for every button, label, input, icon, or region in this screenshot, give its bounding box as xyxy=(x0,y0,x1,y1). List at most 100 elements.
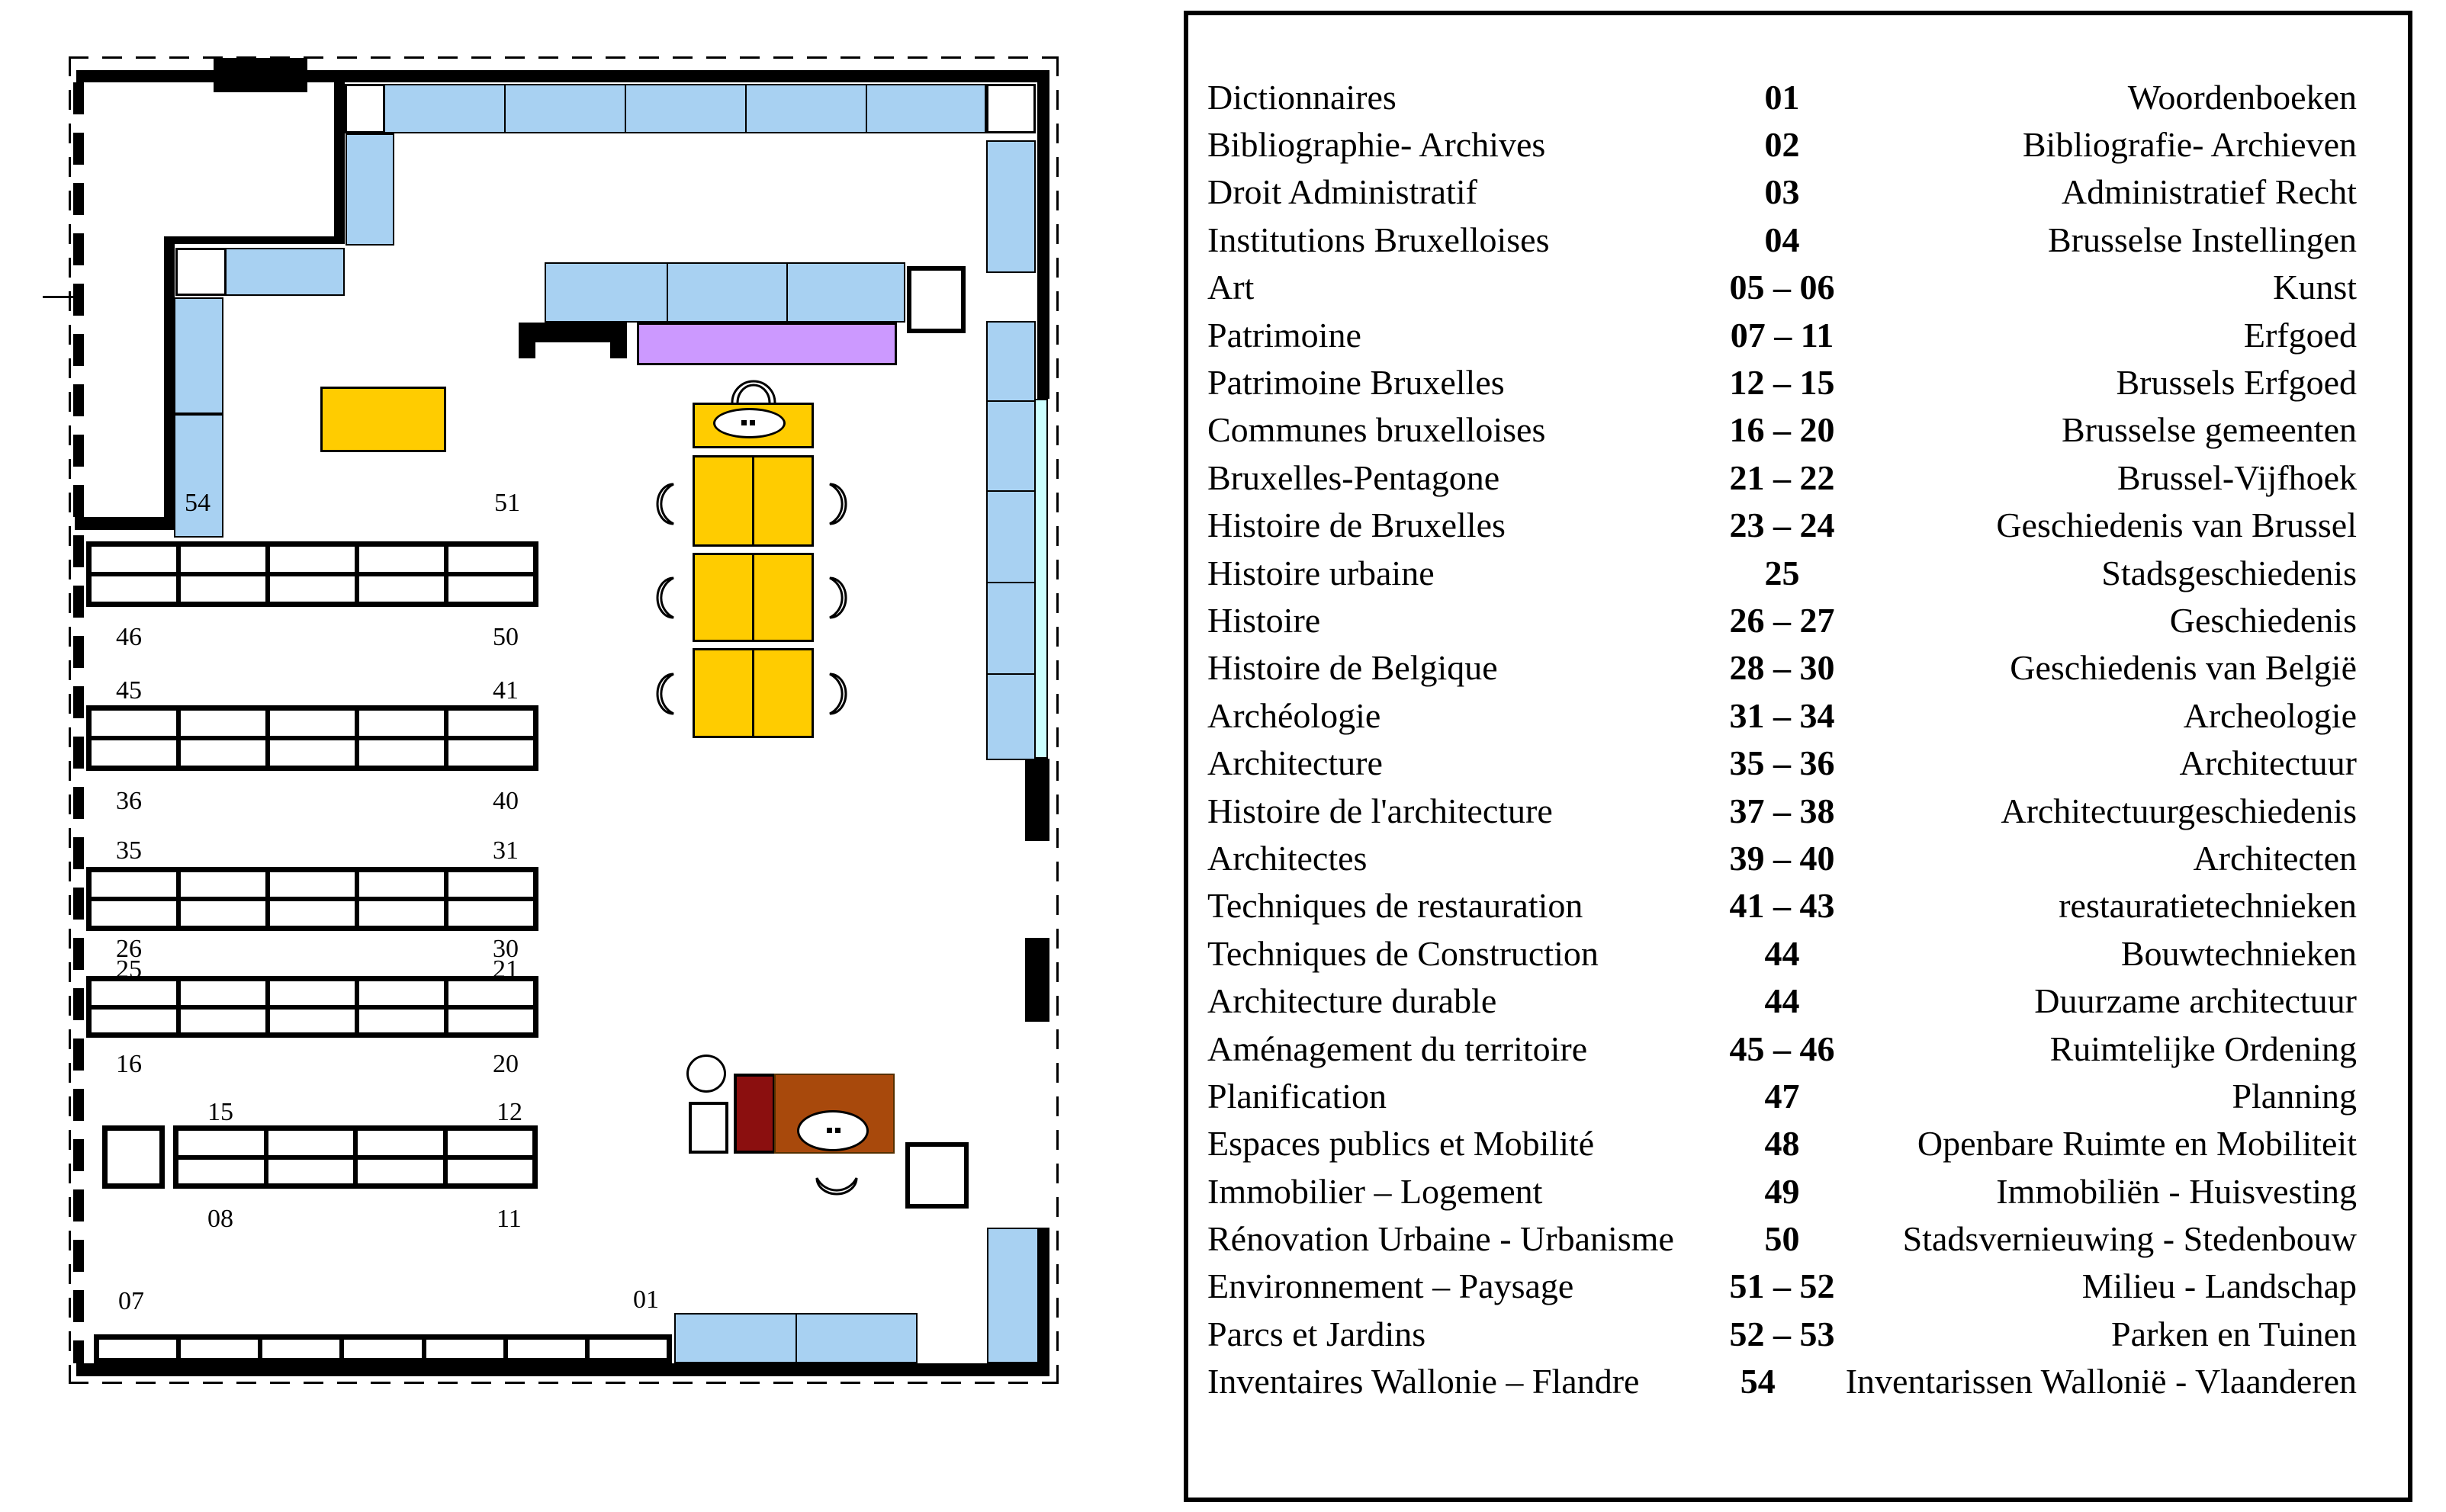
legend-topic-dutch: Erfgoed xyxy=(2243,315,2357,355)
shelf-cell xyxy=(176,1157,266,1186)
reading-table-pair-3 xyxy=(693,648,814,738)
legend-topic-dutch: Brusselse Instellingen xyxy=(2048,220,2357,259)
shelf-cell xyxy=(268,544,357,574)
legend-topic-dutch: Archeologie xyxy=(2183,695,2357,735)
legend-shelf-number: 50 xyxy=(1764,1219,1800,1259)
legend-topic-french: Aménagement du territoire xyxy=(1207,1029,1588,1068)
top-row-white-cell-right xyxy=(986,84,1036,133)
legend-shelf-number: 37 – 38 xyxy=(1729,791,1835,830)
legend-shelf-number: 41 – 43 xyxy=(1729,886,1835,926)
legend-topic-dutch: restauratietechnieken xyxy=(2059,886,2357,926)
top-row-white-cell-left xyxy=(345,84,385,133)
legend-shelf-number: 21 – 22 xyxy=(1729,457,1835,497)
shelf-cell xyxy=(89,1006,178,1035)
shelf-number-label: 46 xyxy=(116,623,142,651)
legend-topic-french: Histoire xyxy=(1207,600,1321,640)
legend-row: Aménagement du territoire 45 – 46 Ruimte… xyxy=(1207,1025,2357,1072)
legend-shelf-number: 52 – 53 xyxy=(1729,1314,1835,1353)
shelf-cell xyxy=(446,870,535,899)
reading-table-single xyxy=(320,387,446,452)
legend-row: Architecture 35 – 36 Architectuur xyxy=(1207,739,2357,786)
bookshelf-mid-1 xyxy=(545,262,668,323)
legend-shelf-number: 04 xyxy=(1764,220,1800,259)
legend-topic-dutch: Architecten xyxy=(2193,838,2357,878)
legend-topic-dutch: Brusselse gemeenten xyxy=(2061,410,2357,450)
wall-bracket-foot-right xyxy=(610,342,627,358)
legend-row: Immobilier – Logement 49 Immobiliën - Hu… xyxy=(1207,1167,2357,1215)
legend-shelf-number: 25 xyxy=(1764,553,1800,592)
wall-alcove-vertical-1 xyxy=(334,82,345,244)
wall-bracket-foot-left xyxy=(519,342,535,358)
shelf-cell xyxy=(260,1337,342,1360)
legend-topic-french: Bibliographie- Archives xyxy=(1207,125,1546,165)
shelf-cell xyxy=(505,1337,587,1360)
shelf-square-08 xyxy=(102,1125,165,1189)
shelf-number-label: 36 xyxy=(116,787,142,815)
shelf-cell xyxy=(268,738,357,768)
legend-shelf-number: 05 – 06 xyxy=(1729,268,1835,307)
shelf-number-label: 41 xyxy=(493,676,519,705)
shelf-number-label: 15 xyxy=(207,1098,233,1126)
shelf-number-label: 08 xyxy=(207,1205,233,1233)
shelf-cell xyxy=(265,1128,355,1157)
entrance-door-block xyxy=(214,58,307,92)
legend-row: Inventaires Wallonie – Flandre 54 Invent… xyxy=(1207,1358,2357,1405)
window-strip-right xyxy=(1034,399,1048,759)
legend-topic-dutch: Inventarissen Wallonië - Vlaanderen xyxy=(1845,1362,2357,1401)
legend-topic-french: Parcs et Jardins xyxy=(1207,1314,1426,1353)
wall-alcove-vertical-2 xyxy=(164,236,175,530)
legend-shelf-number: 12 – 15 xyxy=(1729,363,1835,403)
bookshelf-top-5 xyxy=(866,84,986,133)
floor-plan: 54 51 46 50 45 41 36 40 35 31 26 30 25 2… xyxy=(0,0,1106,1512)
legend-row: Institutions Bruxelloises 04 Brusselse I… xyxy=(1207,216,2357,263)
shelf-number-label: 54 xyxy=(185,489,211,517)
bookshelf-top-3 xyxy=(625,84,747,133)
legend-topic-french: Architecture xyxy=(1207,743,1383,783)
bookshelf-mid-3 xyxy=(786,262,905,323)
shelf-cell xyxy=(178,1337,261,1360)
chair-crescent-icon xyxy=(815,1177,858,1196)
shelf-cell xyxy=(446,708,535,738)
legend-topic-dutch: Brussel-Vijfhoek xyxy=(2117,457,2357,497)
bookshelf-mid-2 xyxy=(667,262,788,323)
shelf-number-label: 01 xyxy=(633,1286,659,1314)
shelf-cell xyxy=(587,1337,669,1360)
wall-alcove-horizontal-2 xyxy=(75,517,175,530)
legend-shelf-number: 44 xyxy=(1764,981,1800,1021)
white-square-desk xyxy=(905,1142,969,1209)
legend-topic-dutch: Woordenboeken xyxy=(2127,77,2357,117)
dashed-border-top xyxy=(69,56,1059,59)
legend-topic-dutch: Openbare Ruimte en Mobiliteit xyxy=(1917,1124,2357,1164)
shelf-number-label: 26 xyxy=(116,935,142,963)
legend-topic-dutch: Geschiedenis van België xyxy=(2010,648,2357,688)
shelf-cell xyxy=(342,1337,424,1360)
shelf-band-16-25 xyxy=(86,976,538,1038)
shelf-cell xyxy=(446,979,535,1007)
shelf-cell xyxy=(178,708,268,738)
shelf-number-label: 50 xyxy=(493,623,519,651)
shelf-cell xyxy=(178,979,268,1007)
legend-shelf-number: 48 xyxy=(1764,1124,1800,1164)
legend-row: Architecture durable 44 Duurzame archite… xyxy=(1207,977,2357,1024)
legend-topic-french: Environnement – Paysage xyxy=(1207,1266,1574,1306)
wall-alcove-horizontal-1 xyxy=(164,236,345,244)
shelf-number-label: 51 xyxy=(494,489,520,517)
legend-topic-dutch: Brussels Erfgoed xyxy=(2116,363,2357,403)
shelf-cell xyxy=(357,1006,446,1035)
shelf-number-label: 30 xyxy=(493,935,519,963)
legend-topic-dutch: Milieu - Landschap xyxy=(2081,1266,2357,1306)
chair-crescent-icon xyxy=(829,483,847,525)
shelf-band-36-45 xyxy=(86,705,538,771)
shelf-number-label: 16 xyxy=(116,1050,142,1078)
legend-row: Histoire de l'architecture 37 – 38 Archi… xyxy=(1207,787,2357,834)
person-arc-icon xyxy=(731,380,776,403)
legend-topic-french: Histoire de Bruxelles xyxy=(1207,506,1506,545)
legend-row: Bruxelles-Pentagone 21 – 22 Brussel-Vijf… xyxy=(1207,454,2357,501)
legend-topic-dutch: Planning xyxy=(2232,1076,2357,1116)
legend-row: Histoire de Bruxelles 23 – 24 Geschieden… xyxy=(1207,502,2357,549)
shelf-cell xyxy=(89,979,178,1007)
alcove-white-cell xyxy=(175,248,227,296)
legend-topic-french: Espaces publics et Mobilité xyxy=(1207,1124,1595,1164)
legend-topic-dutch: Stadsvernieuwing - Stedenbouw xyxy=(1902,1219,2357,1259)
dashed-border-left xyxy=(69,56,71,1384)
